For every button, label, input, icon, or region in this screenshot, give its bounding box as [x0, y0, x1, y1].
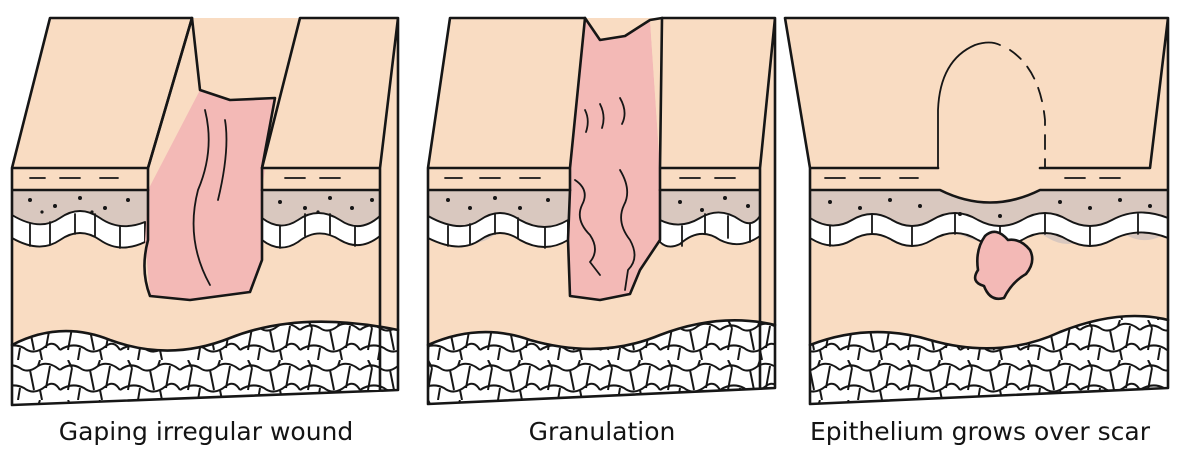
caption-panel-1: Gaping irregular wound — [58, 417, 354, 446]
dermis-dots — [446, 196, 750, 212]
healed-surface-solid — [937, 41, 1001, 169]
skin-top-left — [12, 18, 192, 168]
wound-cleft-edge — [146, 16, 277, 170]
skin-top-right — [262, 18, 398, 168]
granulation-tissue — [568, 18, 660, 300]
skin-top-right — [650, 18, 775, 168]
epidermis-cell-walls — [447, 213, 751, 249]
fat-layer — [810, 316, 1168, 404]
wound-tissue — [145, 90, 275, 300]
panel-granulation — [426, 16, 777, 406]
skin-top — [785, 18, 1168, 203]
fat-layer — [428, 320, 775, 404]
diagram-canvas — [10, 16, 1170, 407]
granulation-texture — [574, 97, 636, 291]
epidermis-cell-walls — [29, 213, 356, 249]
scar-outline — [973, 230, 1034, 301]
panel-epithelium-over-scar — [783, 16, 1170, 406]
skin-top-left — [428, 18, 585, 168]
wound-texture — [192, 109, 228, 286]
block-outline — [783, 16, 1170, 406]
wound-outline — [143, 188, 264, 302]
fat-layer-boundary — [10, 320, 400, 352]
caption-panel-2: Granulation — [528, 417, 676, 446]
epidermis-cells-left — [11, 210, 146, 249]
healed-surface-dashed — [1009, 49, 1046, 169]
fat-layer — [12, 321, 398, 405]
fat-layer-boundary — [808, 314, 1170, 350]
fat-layer-boundary — [426, 319, 777, 351]
panel-gaping-wound — [10, 16, 400, 407]
granulation-outline — [566, 16, 664, 302]
dermis-dots — [28, 196, 374, 214]
scar-tissue — [975, 231, 1033, 299]
caption-panel-3: Epithelium grows over scar — [809, 417, 1151, 446]
dermis-dots — [828, 198, 1152, 218]
